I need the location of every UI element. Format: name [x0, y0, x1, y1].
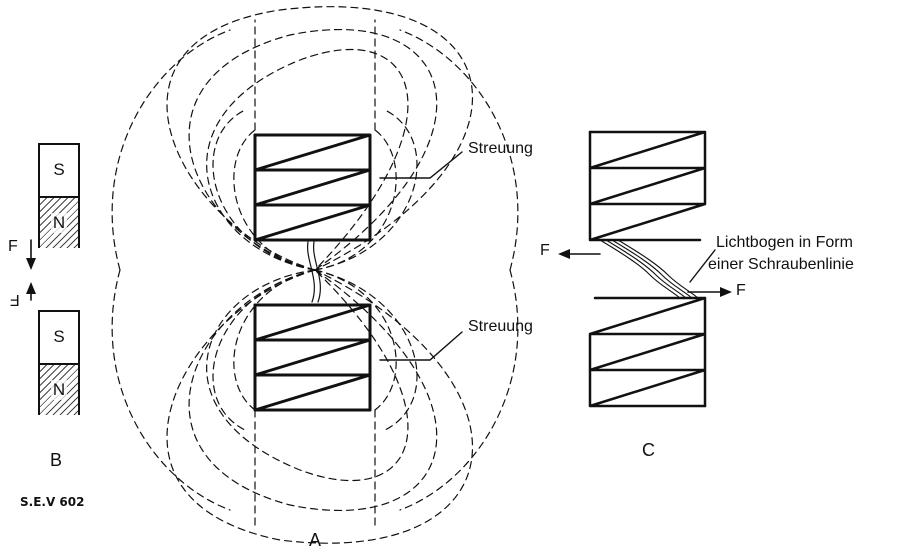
- label-b: B: [50, 450, 63, 470]
- streuung-bottom-label: Streuung: [468, 318, 533, 335]
- coil-c-top: [588, 130, 707, 242]
- magnet-b-top-n: N: [40, 195, 78, 248]
- force-left-label: F: [540, 242, 550, 259]
- coil-a-top: [253, 133, 372, 242]
- coil-a-bottom: [253, 303, 372, 412]
- arrowhead-c-left: [558, 249, 570, 259]
- lichtbogen-label-line2: einer Schraubenlinie: [708, 256, 854, 273]
- arc-a: [307, 241, 321, 303]
- lichtbogen-leader: [689, 249, 716, 283]
- label-a: A: [309, 530, 322, 550]
- arrowhead-b-down: [26, 258, 36, 270]
- label-c: C: [642, 440, 655, 460]
- force-right-label: F: [736, 282, 746, 299]
- force-b-label: F: [8, 238, 18, 255]
- magnet-b-top: S N: [38, 143, 80, 248]
- magnet-b-top-s: S: [53, 160, 65, 180]
- field-lines-a: [111, 6, 519, 544]
- force-b-label-bottom: F: [10, 291, 20, 308]
- streuung-top-label: Streuung: [468, 140, 533, 157]
- streuung-leaders: [379, 151, 463, 361]
- magnet-b-bottom: S N: [38, 310, 80, 415]
- reference-code: S.E.V 602: [20, 495, 85, 509]
- magnet-b-bottom-s: S: [53, 327, 65, 347]
- arrowhead-c-right: [720, 287, 732, 297]
- arc-c: [599, 239, 699, 299]
- magnet-b-bottom-n: N: [40, 362, 78, 415]
- arrowhead-b-up: [26, 282, 36, 294]
- lichtbogen-label-line1: Lichtbogen in Form: [716, 234, 853, 251]
- coil-c-bottom: [588, 296, 707, 408]
